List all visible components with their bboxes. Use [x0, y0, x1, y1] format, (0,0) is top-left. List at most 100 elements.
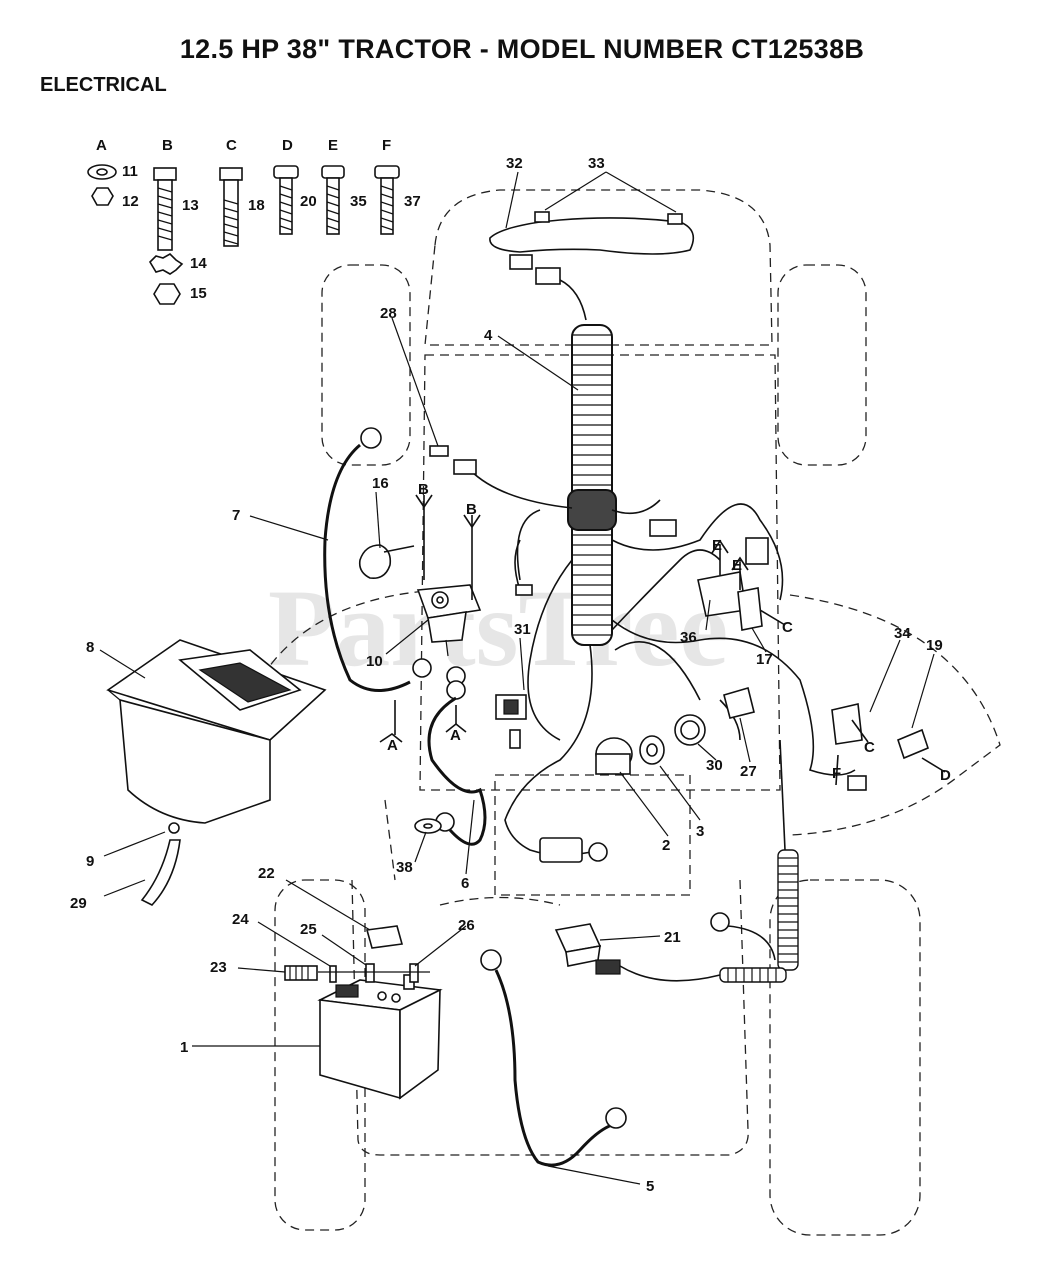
- connector-plug: [649, 519, 677, 537]
- ref-e: E: [712, 537, 722, 554]
- hw-num-11: 11: [122, 163, 138, 180]
- callout-36: 36: [680, 629, 697, 646]
- ring-terminal: [446, 680, 466, 700]
- hose-clamp: [168, 822, 180, 834]
- tractor-outline: [229, 189, 1001, 1236]
- vent-tube: [140, 839, 181, 906]
- callout-2: 2: [662, 837, 670, 854]
- ref-c: C: [782, 619, 793, 636]
- plunger-switch: [737, 587, 763, 631]
- callout-21: 21: [664, 929, 681, 946]
- callout-10: 10: [366, 653, 383, 670]
- ref-b: B: [418, 481, 429, 498]
- hw-letter-a: A: [96, 137, 107, 154]
- hw-letter-c: C: [226, 137, 237, 154]
- callout-19: 19: [926, 637, 943, 654]
- ring-terminal: [412, 658, 432, 678]
- hw-num-13: 13: [182, 197, 199, 214]
- lock-nut-icon: [153, 283, 181, 305]
- terminal-boot: [358, 544, 392, 580]
- switch-bracket: [831, 703, 863, 745]
- callout-1: 1: [180, 1039, 188, 1056]
- hw-num-18: 18: [248, 197, 265, 214]
- ref-c: C: [864, 739, 875, 756]
- ring-terminal: [360, 427, 382, 449]
- callout-16: 16: [372, 475, 389, 492]
- callout-33: 33: [588, 155, 605, 172]
- callout-22: 22: [258, 865, 275, 882]
- ref-a: A: [450, 727, 461, 744]
- callout-4: 4: [484, 327, 493, 344]
- battery-box: [106, 639, 327, 824]
- leader-lines: [99, 171, 935, 1185]
- hw-num-14: 14: [190, 255, 207, 272]
- callout-24: 24: [232, 911, 249, 928]
- starter-solenoid: [416, 584, 482, 619]
- hw-num-15: 15: [190, 285, 207, 302]
- callout-31: 31: [514, 621, 531, 638]
- ring-terminal: [605, 1107, 627, 1129]
- callout-25: 25: [300, 921, 317, 938]
- hw-letter-b: B: [162, 137, 173, 154]
- connector-plug: [429, 445, 449, 457]
- hw-letter-d: D: [282, 137, 293, 154]
- section-heading: ELECTRICAL: [40, 74, 167, 96]
- ref-e: E: [732, 557, 742, 574]
- callout-30: 30: [706, 757, 723, 774]
- hw-num-35: 35: [350, 193, 367, 210]
- hardware-legend: A B C D E F 11 12 13 14 15 18: [87, 137, 421, 305]
- coiled-wiring-harness: [567, 324, 617, 646]
- callout-38: 38: [396, 859, 413, 876]
- screw-icon: [321, 165, 345, 235]
- coiled-wire: [719, 739, 799, 983]
- terminal-bolt: [284, 965, 318, 981]
- hw-num-20: 20: [300, 193, 317, 210]
- callout-29: 29: [70, 895, 87, 912]
- callout-23: 23: [210, 959, 227, 976]
- harness-plug: [535, 267, 561, 285]
- harness-plug: [509, 254, 533, 270]
- terminal-cover: [409, 963, 419, 983]
- bolt-icon: [153, 167, 177, 251]
- reverse-switch: [897, 728, 929, 760]
- ref-d: D: [940, 767, 951, 784]
- screw-icon: [374, 165, 400, 235]
- hardware-reference-letters: A A B B C C D E E F: [387, 481, 951, 784]
- connector-plug: [847, 775, 867, 791]
- ref-a: A: [387, 737, 398, 754]
- ref-b: B: [466, 501, 477, 518]
- hw-num-37: 37: [404, 193, 421, 210]
- battery-cover: [365, 925, 404, 949]
- bulb-left: [534, 211, 550, 223]
- callout-labels: 1 2 3 4 5 6 7 8 9 10 16 17 19 21 22 23 2…: [70, 155, 943, 1195]
- callout-26: 26: [458, 917, 475, 934]
- bolt-icon: [219, 167, 243, 247]
- connector-plug: [453, 459, 477, 475]
- callout-8: 8: [86, 639, 94, 656]
- battery: [317, 974, 443, 1100]
- hw-num-12: 12: [122, 193, 139, 210]
- parts: [106, 211, 946, 1167]
- callout-27: 27: [740, 763, 757, 780]
- watermark: PartsTree: [268, 567, 728, 689]
- callout-32: 32: [506, 155, 523, 172]
- terminal-nut: [365, 963, 375, 983]
- headlight-harness: [489, 217, 695, 255]
- callout-3: 3: [696, 823, 704, 840]
- callout-17: 17: [756, 651, 773, 668]
- connector-plug: [745, 537, 769, 565]
- hw-letter-e: E: [328, 137, 338, 154]
- diagram-title: 12.5 HP 38" TRACTOR - MODEL NUMBER CT125…: [179, 34, 865, 64]
- ref-f: F: [832, 765, 841, 782]
- screw-icon: [273, 165, 299, 235]
- ignition-switch: [539, 737, 633, 863]
- callout-5: 5: [646, 1178, 654, 1195]
- hex-nut-icon: [91, 187, 114, 206]
- callout-6: 6: [461, 875, 469, 892]
- terminal-washer: [329, 965, 337, 983]
- connector-plug: [515, 584, 533, 596]
- callout-7: 7: [232, 507, 240, 524]
- callout-34: 34: [894, 625, 911, 642]
- hw-letter-f: F: [382, 137, 391, 154]
